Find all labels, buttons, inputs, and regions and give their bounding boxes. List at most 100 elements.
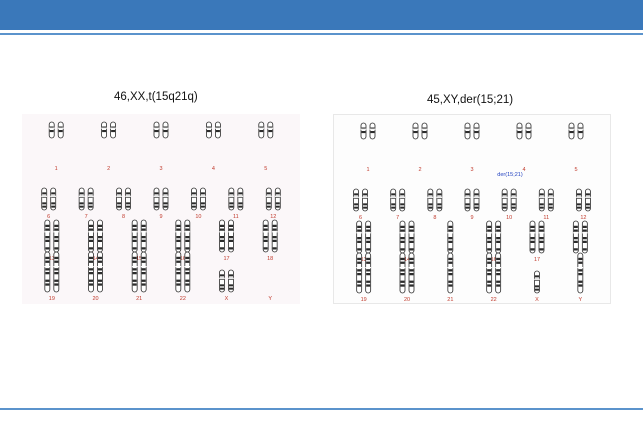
left-chromosome-12-b bbox=[274, 187, 281, 211]
right-karyotype-panel: 12345678910111213141516171819202122XYder… bbox=[333, 114, 611, 304]
left-chromosome-16-b bbox=[184, 219, 191, 253]
right-label-1: 1 bbox=[366, 167, 369, 173]
left-label-12: 12 bbox=[270, 214, 276, 220]
right-chromosome-21 bbox=[447, 252, 454, 294]
left-chromosome-6-b bbox=[50, 187, 57, 211]
left-chromosome-11-a bbox=[228, 187, 235, 211]
left-chromosome-2-a bbox=[101, 121, 107, 139]
right-chromosome-15 bbox=[447, 220, 454, 254]
right-chromosome-Y bbox=[577, 252, 584, 294]
left-label-13: 13 bbox=[49, 256, 55, 262]
left-label-1: 1 bbox=[55, 166, 58, 172]
right-chromosome-12-a bbox=[576, 188, 582, 212]
right-chromosome-19-a bbox=[356, 252, 363, 294]
right-label-16: 16 bbox=[491, 257, 497, 263]
left-chromosome-14-b bbox=[97, 219, 103, 253]
left-label-10: 10 bbox=[195, 214, 201, 220]
left-chromosome-9-b bbox=[162, 187, 169, 211]
left-chromosome-9-a bbox=[153, 187, 160, 211]
right-label-X: X bbox=[535, 297, 539, 303]
right-label-5: 5 bbox=[574, 167, 577, 173]
right-chromosome-2-b bbox=[421, 122, 428, 140]
left-chromosome-8-a bbox=[116, 187, 122, 211]
left-label-6: 6 bbox=[47, 214, 50, 220]
right-label-9: 9 bbox=[470, 215, 473, 221]
right-chromosome-8-b bbox=[436, 188, 443, 212]
right-chromosome-18-b bbox=[581, 220, 588, 254]
right-chromosome-20-a bbox=[399, 252, 406, 294]
right-label-2: 2 bbox=[418, 167, 421, 173]
left-chromosome-13-b bbox=[53, 219, 60, 253]
footer-rule bbox=[0, 408, 643, 410]
left-chromosome-3-a bbox=[153, 121, 160, 139]
left-chromosome-1-a bbox=[48, 121, 55, 139]
left-chromosome-16-a bbox=[175, 219, 182, 253]
left-label-7: 7 bbox=[85, 214, 88, 220]
right-label-6: 6 bbox=[359, 215, 362, 221]
left-label-19: 19 bbox=[49, 296, 55, 302]
right-chromosome-16-a bbox=[486, 220, 493, 254]
right-label-3: 3 bbox=[470, 167, 473, 173]
right-chromosome-13-b bbox=[365, 220, 372, 254]
left-label-22: 22 bbox=[180, 296, 186, 302]
left-chromosome-13-a bbox=[44, 219, 51, 253]
left-chromosome-18-b bbox=[271, 219, 278, 253]
left-chromosome-20-a bbox=[88, 251, 94, 293]
right-label-11: 11 bbox=[543, 215, 549, 221]
right-label-Y: Y bbox=[578, 297, 582, 303]
left-label-8: 8 bbox=[122, 214, 125, 220]
left-chromosome-12-a bbox=[265, 187, 272, 211]
left-label-18: 18 bbox=[267, 256, 273, 262]
left-chromosome-21-a bbox=[131, 251, 138, 293]
right-chromosome-6-a bbox=[353, 188, 359, 212]
left-chromosome-17-a bbox=[219, 219, 225, 253]
left-label-21: 21 bbox=[136, 296, 142, 302]
left-chromosome-2-b bbox=[110, 121, 116, 139]
left-chromosome-15-b bbox=[140, 219, 147, 253]
right-chromosome-1-a bbox=[360, 122, 367, 140]
left-chromosome-22-a bbox=[175, 251, 182, 293]
left-chromosome-10-a bbox=[191, 187, 197, 211]
right-karyotype-figure: 12345678910111213141516171819202122XYder… bbox=[353, 122, 591, 303]
left-label-20: 20 bbox=[92, 296, 98, 302]
right-chromosome-17-b bbox=[538, 220, 545, 254]
right-chromosome-14-b bbox=[408, 220, 415, 254]
left-label-3: 3 bbox=[159, 166, 162, 172]
left-label-Y: Y bbox=[268, 296, 272, 302]
right-chromosome-X bbox=[534, 270, 540, 294]
right-label-8: 8 bbox=[433, 215, 436, 221]
right-chromosome-7-b bbox=[399, 188, 406, 212]
right-label-7: 7 bbox=[396, 215, 399, 221]
right-chromosome-2-a bbox=[412, 122, 419, 140]
left-chromosome-15-a bbox=[131, 219, 138, 253]
left-chromosome-19-a bbox=[44, 251, 51, 293]
left-label-17: 17 bbox=[223, 256, 229, 262]
left-chromosome-4-a bbox=[205, 121, 212, 139]
right-chromosome-20-b bbox=[408, 252, 415, 294]
left-chromosome-5-a bbox=[258, 121, 265, 139]
right-label-19: 19 bbox=[361, 297, 367, 303]
right-chromosome-7-a bbox=[390, 188, 397, 212]
left-chromosome-X-b bbox=[228, 269, 234, 293]
right-label-13: 13 bbox=[361, 257, 367, 263]
left-chromosome-7-b bbox=[87, 187, 94, 211]
left-chromosome-3-b bbox=[162, 121, 169, 139]
left-chromosome-22-b bbox=[184, 251, 191, 293]
right-chromosome-10-a bbox=[501, 188, 508, 212]
right-chromosome-22-a bbox=[486, 252, 493, 294]
right-chromosome-8-a bbox=[427, 188, 434, 212]
right-label-21: 21 bbox=[447, 297, 453, 303]
left-label-4: 4 bbox=[212, 166, 215, 172]
right-label-22: 22 bbox=[491, 297, 497, 303]
left-chromosome-5-b bbox=[267, 121, 274, 139]
right-label-12: 12 bbox=[580, 215, 586, 221]
right-chromosome-9-a bbox=[464, 188, 471, 212]
right-chromosome-11-b bbox=[547, 188, 554, 212]
right-label-20: 20 bbox=[404, 297, 410, 303]
left-chromosome-10-b bbox=[200, 187, 206, 211]
left-label-X: X bbox=[225, 296, 229, 302]
right-chromosome-3-a bbox=[464, 122, 471, 140]
header-rule bbox=[0, 33, 643, 35]
